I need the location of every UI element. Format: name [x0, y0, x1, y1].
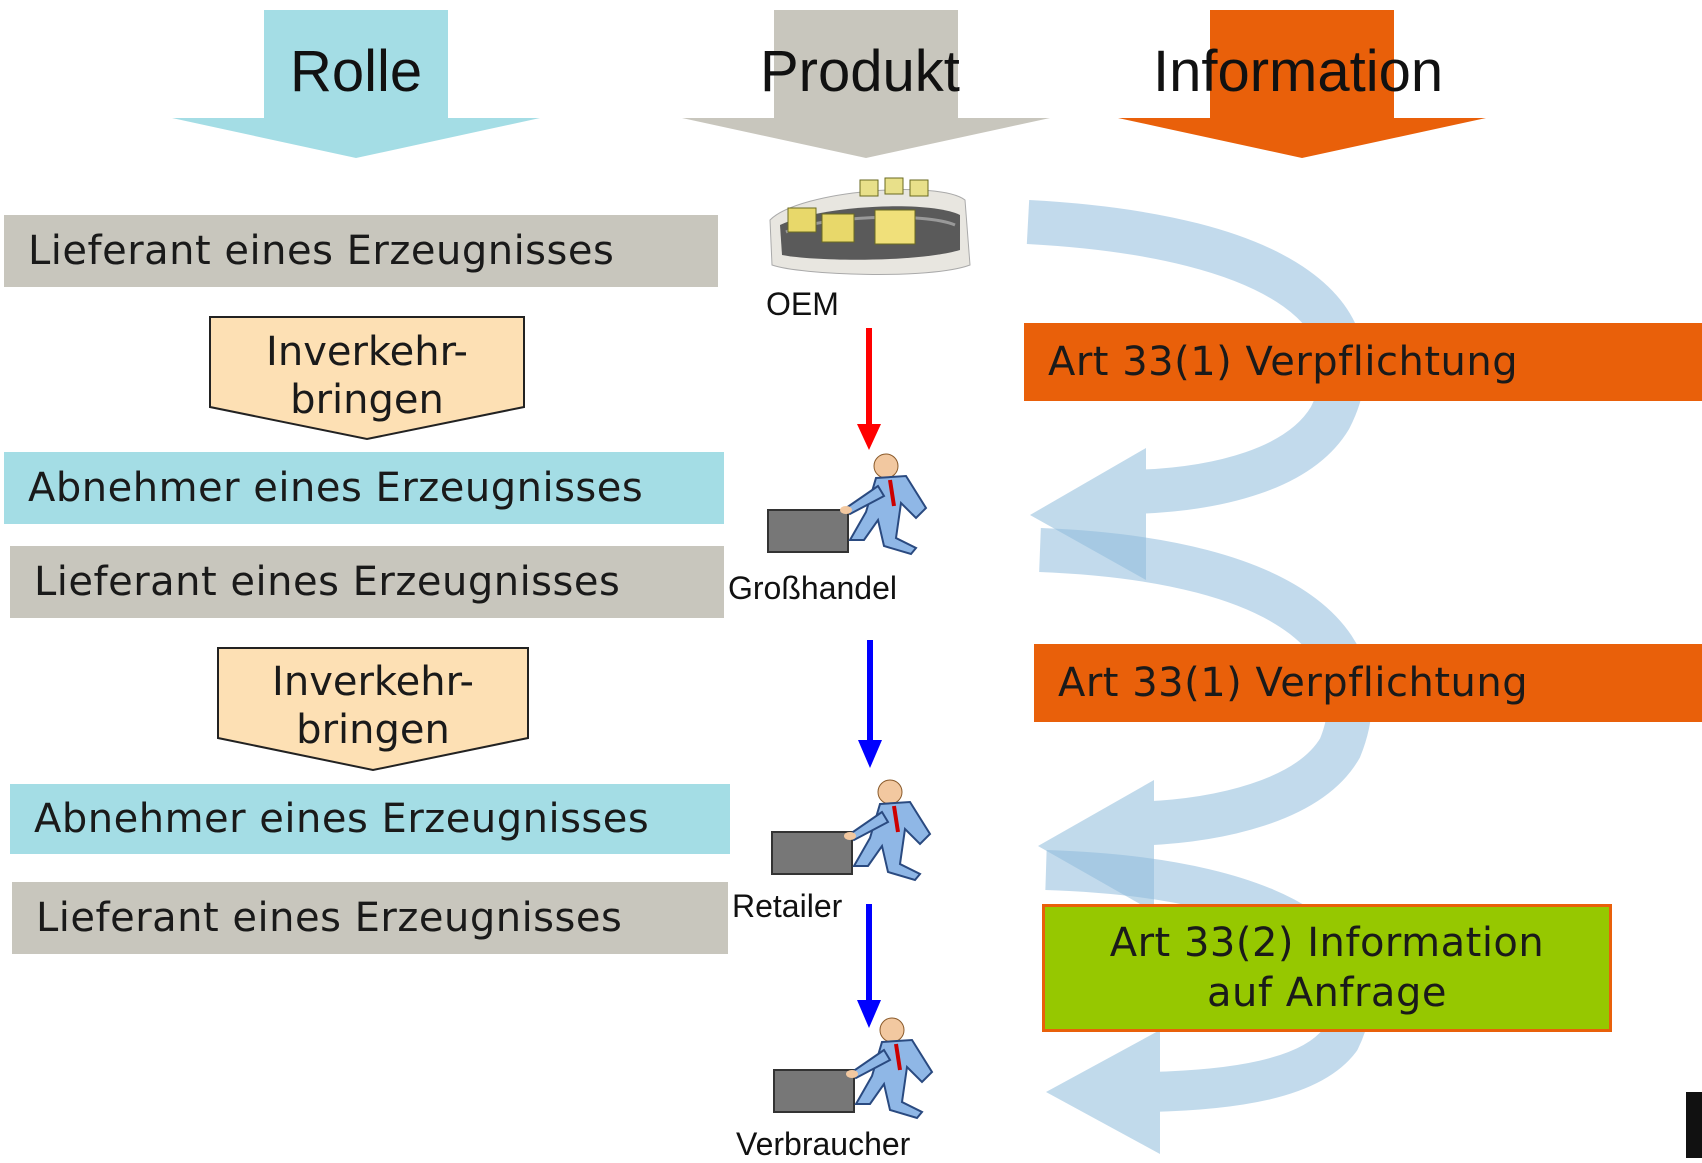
role-recipient-1-label: Abnehmer eines Erzeugnisses	[28, 465, 644, 511]
placing-1-label: Inverkehr- bringen	[208, 328, 526, 424]
businessman-pushing-box-icon	[767, 453, 928, 556]
placing-2-label: Inverkehr- bringen	[216, 658, 530, 754]
edge-block	[1686, 1092, 1702, 1158]
information-header-arrow	[1118, 10, 1486, 158]
product-wholesale: Großhandel	[728, 570, 897, 606]
info-obligation-2: Art 33(1) Verpflichtung	[1034, 644, 1702, 722]
product-consumer: Verbraucher	[736, 1126, 911, 1162]
rolle-header-arrow	[172, 10, 540, 158]
businessman-pushing-box-icon-3	[773, 1017, 934, 1120]
information-header: Information	[1153, 39, 1444, 104]
role-recipient-2-label: Abnehmer eines Erzeugnisses	[34, 796, 650, 842]
placing-1-text: Inverkehr- bringen	[266, 329, 468, 423]
info-request-line1: Art 33(2) Information	[1109, 920, 1545, 966]
placing-pentagon-1	[209, 316, 525, 441]
role-supplier-3: Lieferant eines Erzeugnisses	[12, 882, 728, 954]
role-supplier-2-label: Lieferant eines Erzeugnisses	[34, 559, 621, 605]
conveyor-boxes-icon	[769, 177, 971, 275]
info-obligation-1-label: Art 33(1) Verpflichtung	[1048, 339, 1519, 385]
info-request-box: Art 33(2) Information auf Anfrage	[1042, 904, 1612, 1032]
info-obligation-1: Art 33(1) Verpflichtung	[1024, 323, 1702, 401]
info-request-line2: auf Anfrage	[1207, 970, 1447, 1016]
blue-flow-arrow-2	[857, 904, 881, 1028]
businessman-pushing-box-icon-2	[771, 779, 932, 882]
placing-pentagon-2	[217, 647, 529, 772]
role-recipient-1: Abnehmer eines Erzeugnisses	[4, 452, 724, 524]
header-arrows	[172, 10, 1486, 158]
role-supplier-1-label: Lieferant eines Erzeugnisses	[28, 228, 615, 274]
role-supplier-2: Lieferant eines Erzeugnisses	[10, 546, 724, 618]
produkt-header: Produkt	[760, 39, 960, 104]
red-flow-arrow	[857, 328, 881, 450]
role-recipient-2: Abnehmer eines Erzeugnisses	[10, 784, 730, 854]
role-supplier-3-label: Lieferant eines Erzeugnisses	[36, 895, 623, 941]
flow-arrow-1	[1026, 200, 1366, 580]
info-obligation-2-label: Art 33(1) Verpflichtung	[1058, 660, 1529, 706]
role-supplier-1: Lieferant eines Erzeugnisses	[4, 215, 718, 287]
rolle-header: Rolle	[290, 39, 423, 104]
product-oem: OEM	[766, 286, 839, 322]
placing-2-text: Inverkehr- bringen	[272, 659, 474, 753]
blue-flow-arrow-1	[858, 640, 882, 768]
product-retailer: Retailer	[732, 888, 843, 924]
produkt-header-arrow	[682, 10, 1050, 158]
